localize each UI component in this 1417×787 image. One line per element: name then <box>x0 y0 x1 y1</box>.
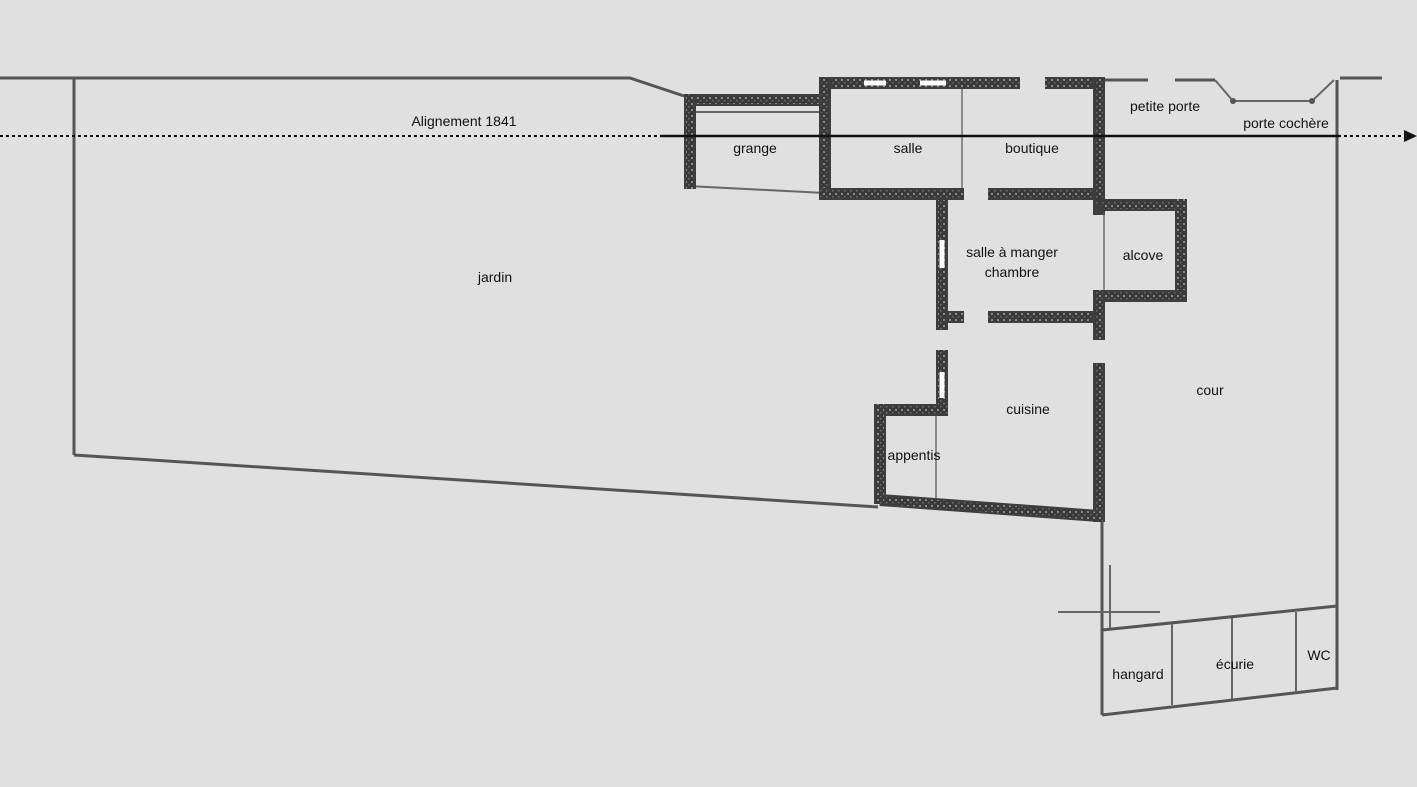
label-wc: WC <box>1307 647 1330 663</box>
label-cour: cour <box>1196 382 1224 398</box>
alignment-line <box>0 130 1417 142</box>
label-appentis: appentis <box>888 447 941 463</box>
grange-thin-walls <box>687 111 826 194</box>
label-jardin: jardin <box>477 269 512 285</box>
masonry-walls <box>684 77 1187 522</box>
label-salle-a-manger: salle à manger <box>966 244 1058 260</box>
label-ecurie: écurie <box>1216 656 1254 672</box>
label-salle: salle <box>894 140 923 156</box>
street-boundary <box>0 76 1382 104</box>
label-boutique: boutique <box>1005 140 1059 156</box>
label-petite-porte: petite porte <box>1130 98 1200 114</box>
label-grange: grange <box>733 140 777 156</box>
label-porte-cochere: porte cochère <box>1243 115 1329 131</box>
garden-boundary <box>72 78 879 509</box>
label-alcove: alcove <box>1123 247 1164 263</box>
room-labels: Alignement 1841 grange salle boutique pe… <box>411 98 1330 682</box>
courtyard-boundary <box>1058 80 1339 715</box>
label-alignement: Alignement 1841 <box>411 113 516 129</box>
label-chambre: chambre <box>985 264 1040 280</box>
label-hangard: hangard <box>1112 666 1163 682</box>
outbuildings <box>1101 604 1338 717</box>
interior-partitions <box>935 89 1105 498</box>
label-cuisine: cuisine <box>1006 401 1050 417</box>
